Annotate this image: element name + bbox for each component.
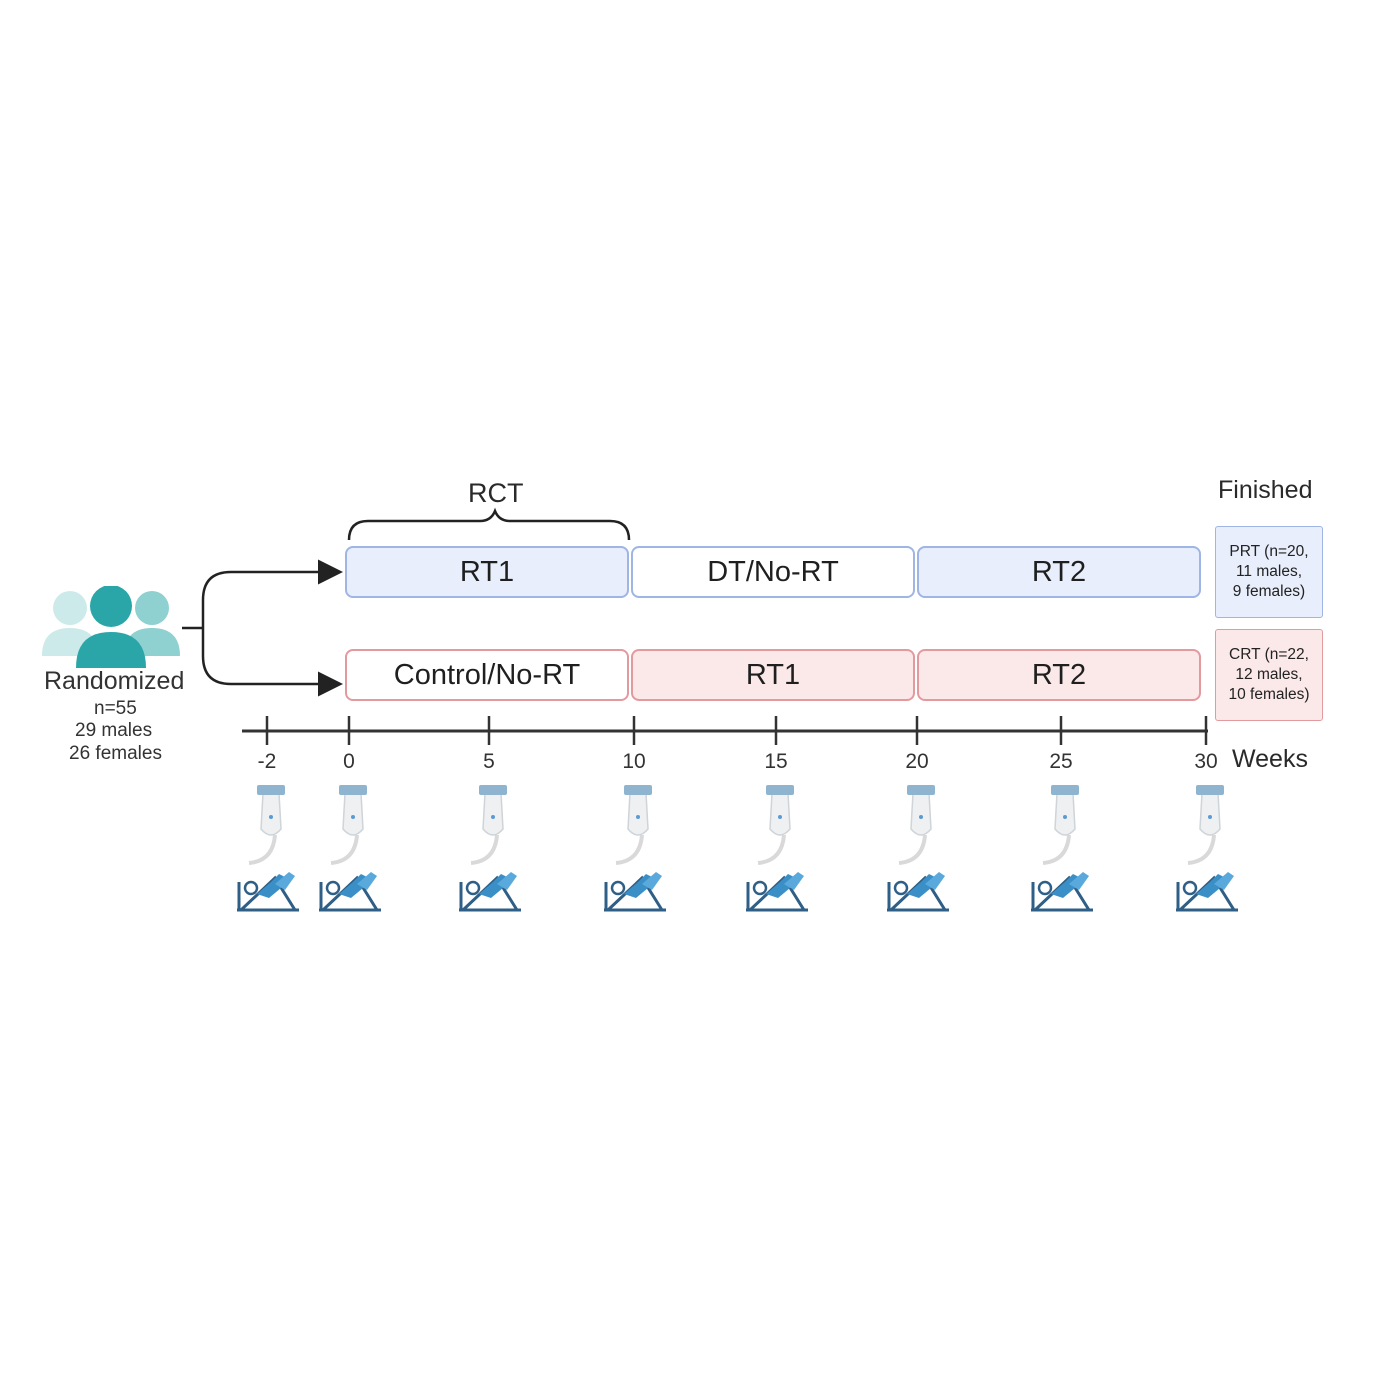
- ultrasound-probe-icon: [610, 783, 660, 865]
- rct-brace: [347, 507, 631, 541]
- prt-finished-box: PRT (n=20, 11 males, 9 females): [1215, 526, 1323, 618]
- prt-phase-3: RT2: [917, 546, 1201, 598]
- arrow-to-crt: [201, 628, 343, 697]
- randomized-group: [36, 586, 196, 766]
- leg-press-icon: [317, 866, 383, 914]
- leg-press-icon: [235, 866, 301, 914]
- tick-label: 5: [483, 750, 495, 773]
- leg-press-icon: [885, 866, 951, 914]
- tick-label: 25: [1049, 750, 1073, 773]
- arrow-to-prt: [201, 559, 343, 628]
- crt-finished-box: CRT (n=22, 12 males, 10 females): [1215, 629, 1323, 721]
- randomized-males: 29 males: [75, 720, 153, 741]
- tick-label: 30: [1194, 750, 1218, 773]
- leg-press-icon: [1174, 866, 1240, 914]
- tick-label: 20: [905, 750, 929, 773]
- tick-label: 0: [343, 750, 355, 773]
- ultrasound-probe-icon: [465, 783, 515, 865]
- ultrasound-probe-icon: [1037, 783, 1087, 865]
- tick-label: -2: [257, 750, 277, 773]
- tick-label: 10: [622, 750, 646, 773]
- timeline-ticks: [265, 716, 1208, 745]
- prt-finished-line-2: 11 males,: [1235, 563, 1303, 580]
- prt-phase-2: DT/No-RT: [631, 546, 915, 598]
- ultrasound-probe-icon: [893, 783, 943, 865]
- ultrasound-probe-icon: [325, 783, 375, 865]
- randomized-n: n=55: [94, 698, 137, 719]
- leg-press-icon: [457, 866, 523, 914]
- weeks-label: Weeks: [1232, 745, 1308, 773]
- ultrasound-probe-icon: [1182, 783, 1232, 865]
- prt-finished-line-1: PRT (n=20,: [1229, 543, 1309, 560]
- prt-finished-line-3: 9 females): [1232, 583, 1306, 600]
- crt-phase-2: RT1: [631, 649, 915, 701]
- crt-phase-1: Control/No-RT: [345, 649, 629, 701]
- leg-press-icon: [744, 866, 810, 914]
- people-icon: [42, 586, 180, 668]
- leg-press-icon: [1029, 866, 1095, 914]
- leg-press-icon: [602, 866, 668, 914]
- ultrasound-probe-icon: [752, 783, 802, 865]
- randomized-females: 26 females: [69, 743, 162, 764]
- crt-finished-line-3: 10 females): [1228, 686, 1310, 703]
- prt-phase-1: RT1: [345, 546, 629, 598]
- crt-finished-line-1: CRT (n=22,: [1229, 646, 1309, 663]
- finished-label: Finished: [1218, 476, 1313, 504]
- crt-finished-line-2: 12 males,: [1235, 666, 1303, 683]
- crt-phase-3: RT2: [917, 649, 1201, 701]
- ultrasound-probe-icon: [243, 783, 293, 865]
- rct-label: RCT: [468, 478, 524, 508]
- randomized-title: Randomized: [44, 667, 185, 695]
- tick-label: 15: [764, 750, 788, 773]
